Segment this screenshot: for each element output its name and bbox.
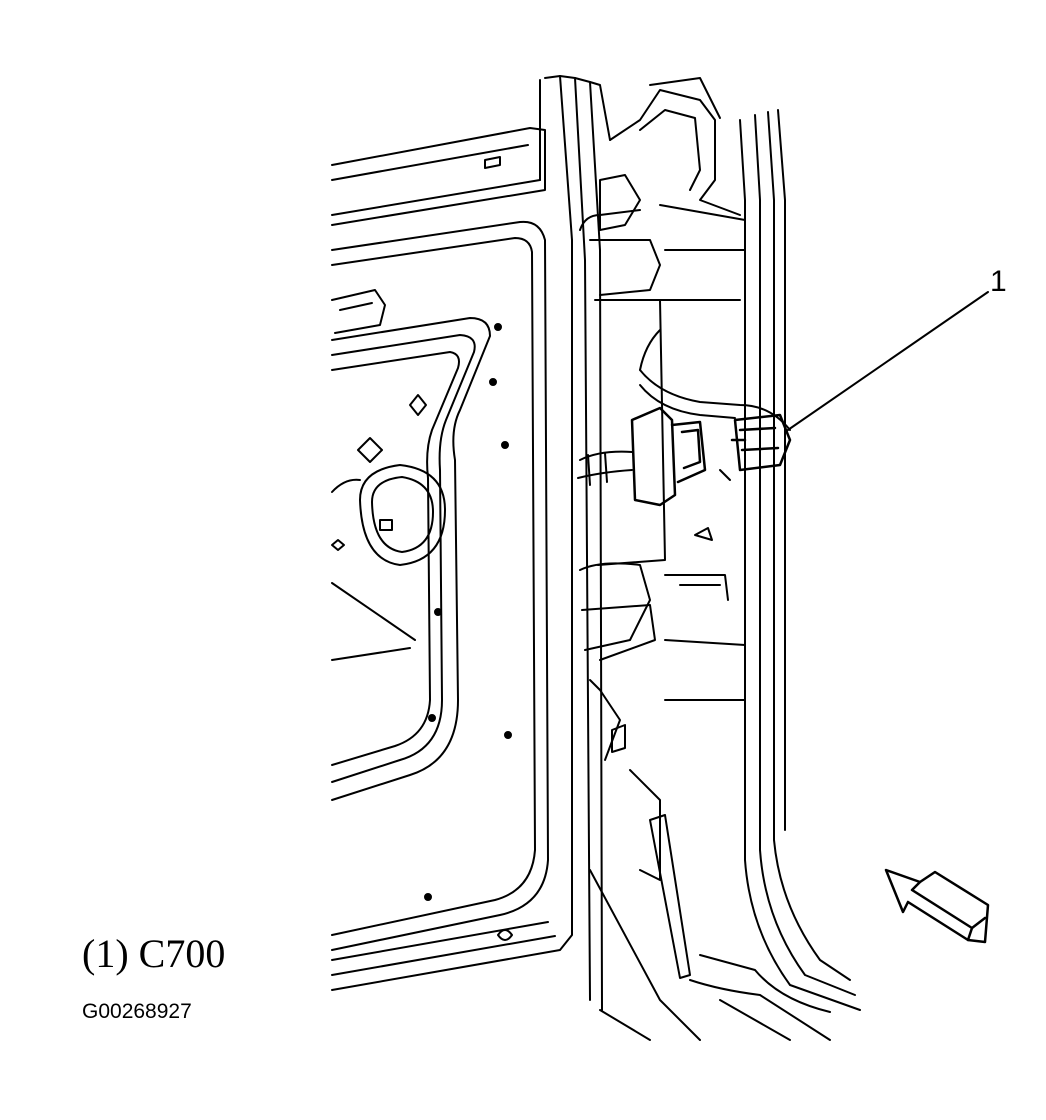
hinge-pillar bbox=[539, 75, 701, 1041]
callout-label: 1 bbox=[990, 265, 1007, 298]
body-pillar bbox=[609, 77, 861, 1041]
door-inner-panel bbox=[331, 127, 573, 991]
connector-caption: (1) C700 bbox=[82, 931, 226, 976]
callout-leader-line bbox=[784, 291, 989, 433]
connector-c700 bbox=[630, 406, 792, 507]
figure-code: G00268927 bbox=[82, 1000, 192, 1023]
arrow-icon bbox=[884, 868, 990, 944]
wiring-harness bbox=[577, 329, 791, 486]
